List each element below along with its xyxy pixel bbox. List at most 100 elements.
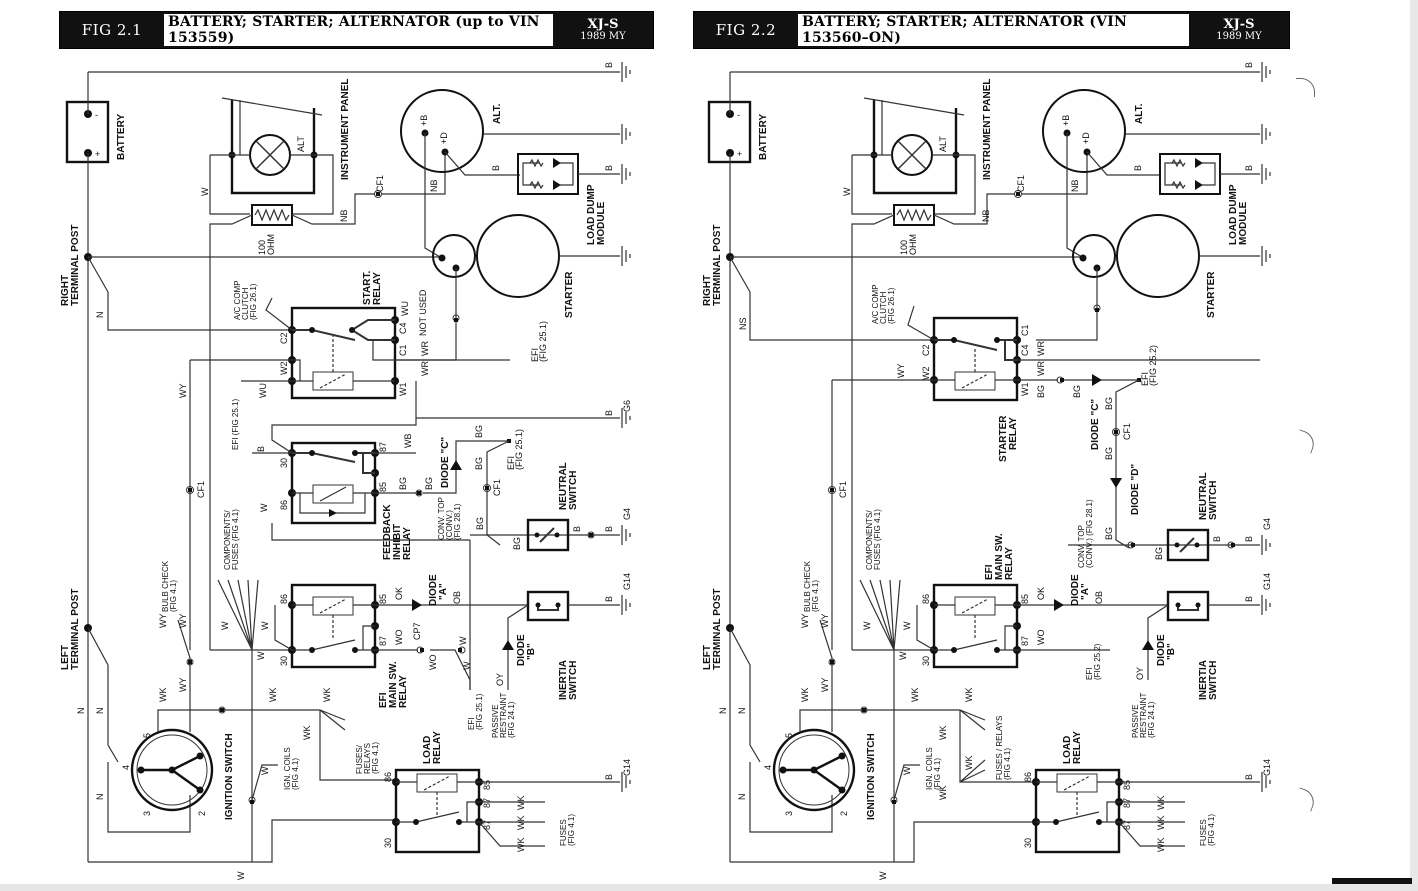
wire-color: WK <box>910 688 920 703</box>
wire-color: WY <box>178 384 188 399</box>
wire-color: W <box>458 636 468 645</box>
diode-b-wire <box>507 604 529 690</box>
left-terminal-label: LEFT <box>702 645 713 670</box>
alternator-label: ALT. <box>1134 103 1145 124</box>
wire-color: N <box>737 794 747 801</box>
right-terminal-label: RIGHT <box>60 275 71 306</box>
ref-label: (FIG 4.1) <box>567 814 576 846</box>
terminal-dot <box>951 647 957 653</box>
wire-color: BG <box>474 457 484 470</box>
c1-jumper <box>372 340 395 361</box>
wire-segment <box>621 62 631 82</box>
ref-label: (FIG 4.1) <box>291 758 300 790</box>
wire-segment <box>458 648 462 652</box>
n-wire-ign <box>87 627 119 763</box>
pin-label: 2 <box>839 811 849 816</box>
load-relay-label: LOAD <box>1062 736 1073 764</box>
pin-label: 5 <box>784 733 794 738</box>
wire-color: NS <box>738 317 748 330</box>
diode-a-label: DIODE <box>428 574 439 606</box>
ground-label: G14 <box>622 759 632 776</box>
wire-segment <box>961 598 989 640</box>
wire-color: B <box>1244 62 1254 68</box>
coil-slash <box>319 486 347 502</box>
terminal-dot <box>951 337 957 343</box>
pin-label: 85 <box>378 594 388 604</box>
starter-label: STARTER <box>564 271 575 318</box>
components-fan-wires <box>217 579 259 651</box>
ignition-switch-icon <box>130 728 214 812</box>
terminal-dot <box>309 450 315 456</box>
wire-color: WY <box>158 614 168 629</box>
ref-label: CLUTCH <box>241 287 250 320</box>
wire-color: N <box>718 708 728 715</box>
pin-label: 30 <box>383 838 393 848</box>
diode-a-label-2: "A" <box>438 583 449 600</box>
ground-symbol-icon <box>621 246 631 266</box>
wire-segment <box>1147 604 1169 680</box>
wire-segment <box>188 488 192 492</box>
neg-sign: - <box>737 110 740 120</box>
feedback-relay-label-2: INHIBIT <box>392 524 403 560</box>
load-relay-label-2: RELAY <box>1072 731 1083 764</box>
terminal-dot <box>438 254 446 262</box>
wire-color: WK <box>800 688 810 703</box>
load-dump-diode-icon <box>1195 158 1203 190</box>
alt-b-terminal: +B <box>1061 115 1071 126</box>
load-relay-label: LOAD <box>422 736 433 764</box>
efi-relay-label-2: MAIN SW. <box>994 533 1005 580</box>
terminal-dot <box>838 786 846 794</box>
wire-color: W <box>878 871 888 880</box>
ref-label: A/C COMP <box>871 284 880 324</box>
diode-b-icon <box>502 640 514 650</box>
wire-color: N <box>95 312 105 319</box>
wire-segment <box>916 604 1017 651</box>
ref-label: (FIG 24.1) <box>1147 701 1156 738</box>
wire-color: B <box>604 526 614 532</box>
model-name: XJ-S <box>1223 16 1255 32</box>
load-dump-module <box>517 153 579 195</box>
ref-label: RESTRAINT <box>1139 693 1148 738</box>
terminal-dot <box>352 647 358 653</box>
nb-wire-to-alt <box>1022 152 1088 195</box>
wk-fuse-wires <box>478 801 545 847</box>
page-edge-bottom <box>0 884 1418 891</box>
load-relay-box <box>394 768 481 854</box>
pin-label: C1 <box>398 344 408 356</box>
wire-color: WR <box>1036 341 1046 356</box>
diode-d-label: DIODE "D" <box>1130 464 1141 515</box>
n-wire-ign-bottom <box>107 762 191 833</box>
wire-segment <box>621 595 631 615</box>
wire-color: WY <box>178 678 188 693</box>
wire-segment <box>420 648 424 652</box>
wire-segment <box>961 348 989 389</box>
ground-symbol-icon <box>1261 595 1271 615</box>
diode-a-label-2: "A" <box>1080 583 1091 600</box>
binder-hole-mark <box>1296 78 1315 97</box>
start-relay-contact <box>292 319 395 341</box>
feedback-relay-contact <box>292 452 375 474</box>
connector-cf1-icon <box>186 486 194 494</box>
wire-segment <box>621 124 631 144</box>
terminal-dot <box>1195 602 1201 608</box>
connector-label: CF1 <box>1016 175 1026 192</box>
pin-label: W2 <box>279 362 289 376</box>
wire-color: OB <box>1094 591 1104 604</box>
ground-label: G4 <box>1262 518 1272 530</box>
ref-label: RELAYS <box>363 743 372 774</box>
ref-label: (FIG 26.1) <box>887 287 896 324</box>
diode-b-label-2: "B" <box>526 643 537 660</box>
terminal-dot <box>1079 254 1087 262</box>
wire-segment <box>907 305 935 341</box>
not-used-label: NOT USED <box>418 289 428 336</box>
battery-label: BATTERY <box>116 114 127 160</box>
wire-segment <box>892 800 896 804</box>
pin-label: 30 <box>1023 838 1033 848</box>
wire-segment <box>485 486 489 490</box>
wire-color: W <box>462 661 472 670</box>
ground-symbol-icon <box>1261 62 1271 82</box>
neutral-switch-label-2: SWITCH <box>568 471 579 510</box>
wiring-diagram-2-2: B - + BATTERY RIGHT TERMINAL POST NS ALT… <box>702 62 1272 880</box>
figure-title: BATTERY; STARTER; ALTERNATOR (VIN 153560… <box>798 14 1189 46</box>
wire-color: NB <box>429 179 439 192</box>
